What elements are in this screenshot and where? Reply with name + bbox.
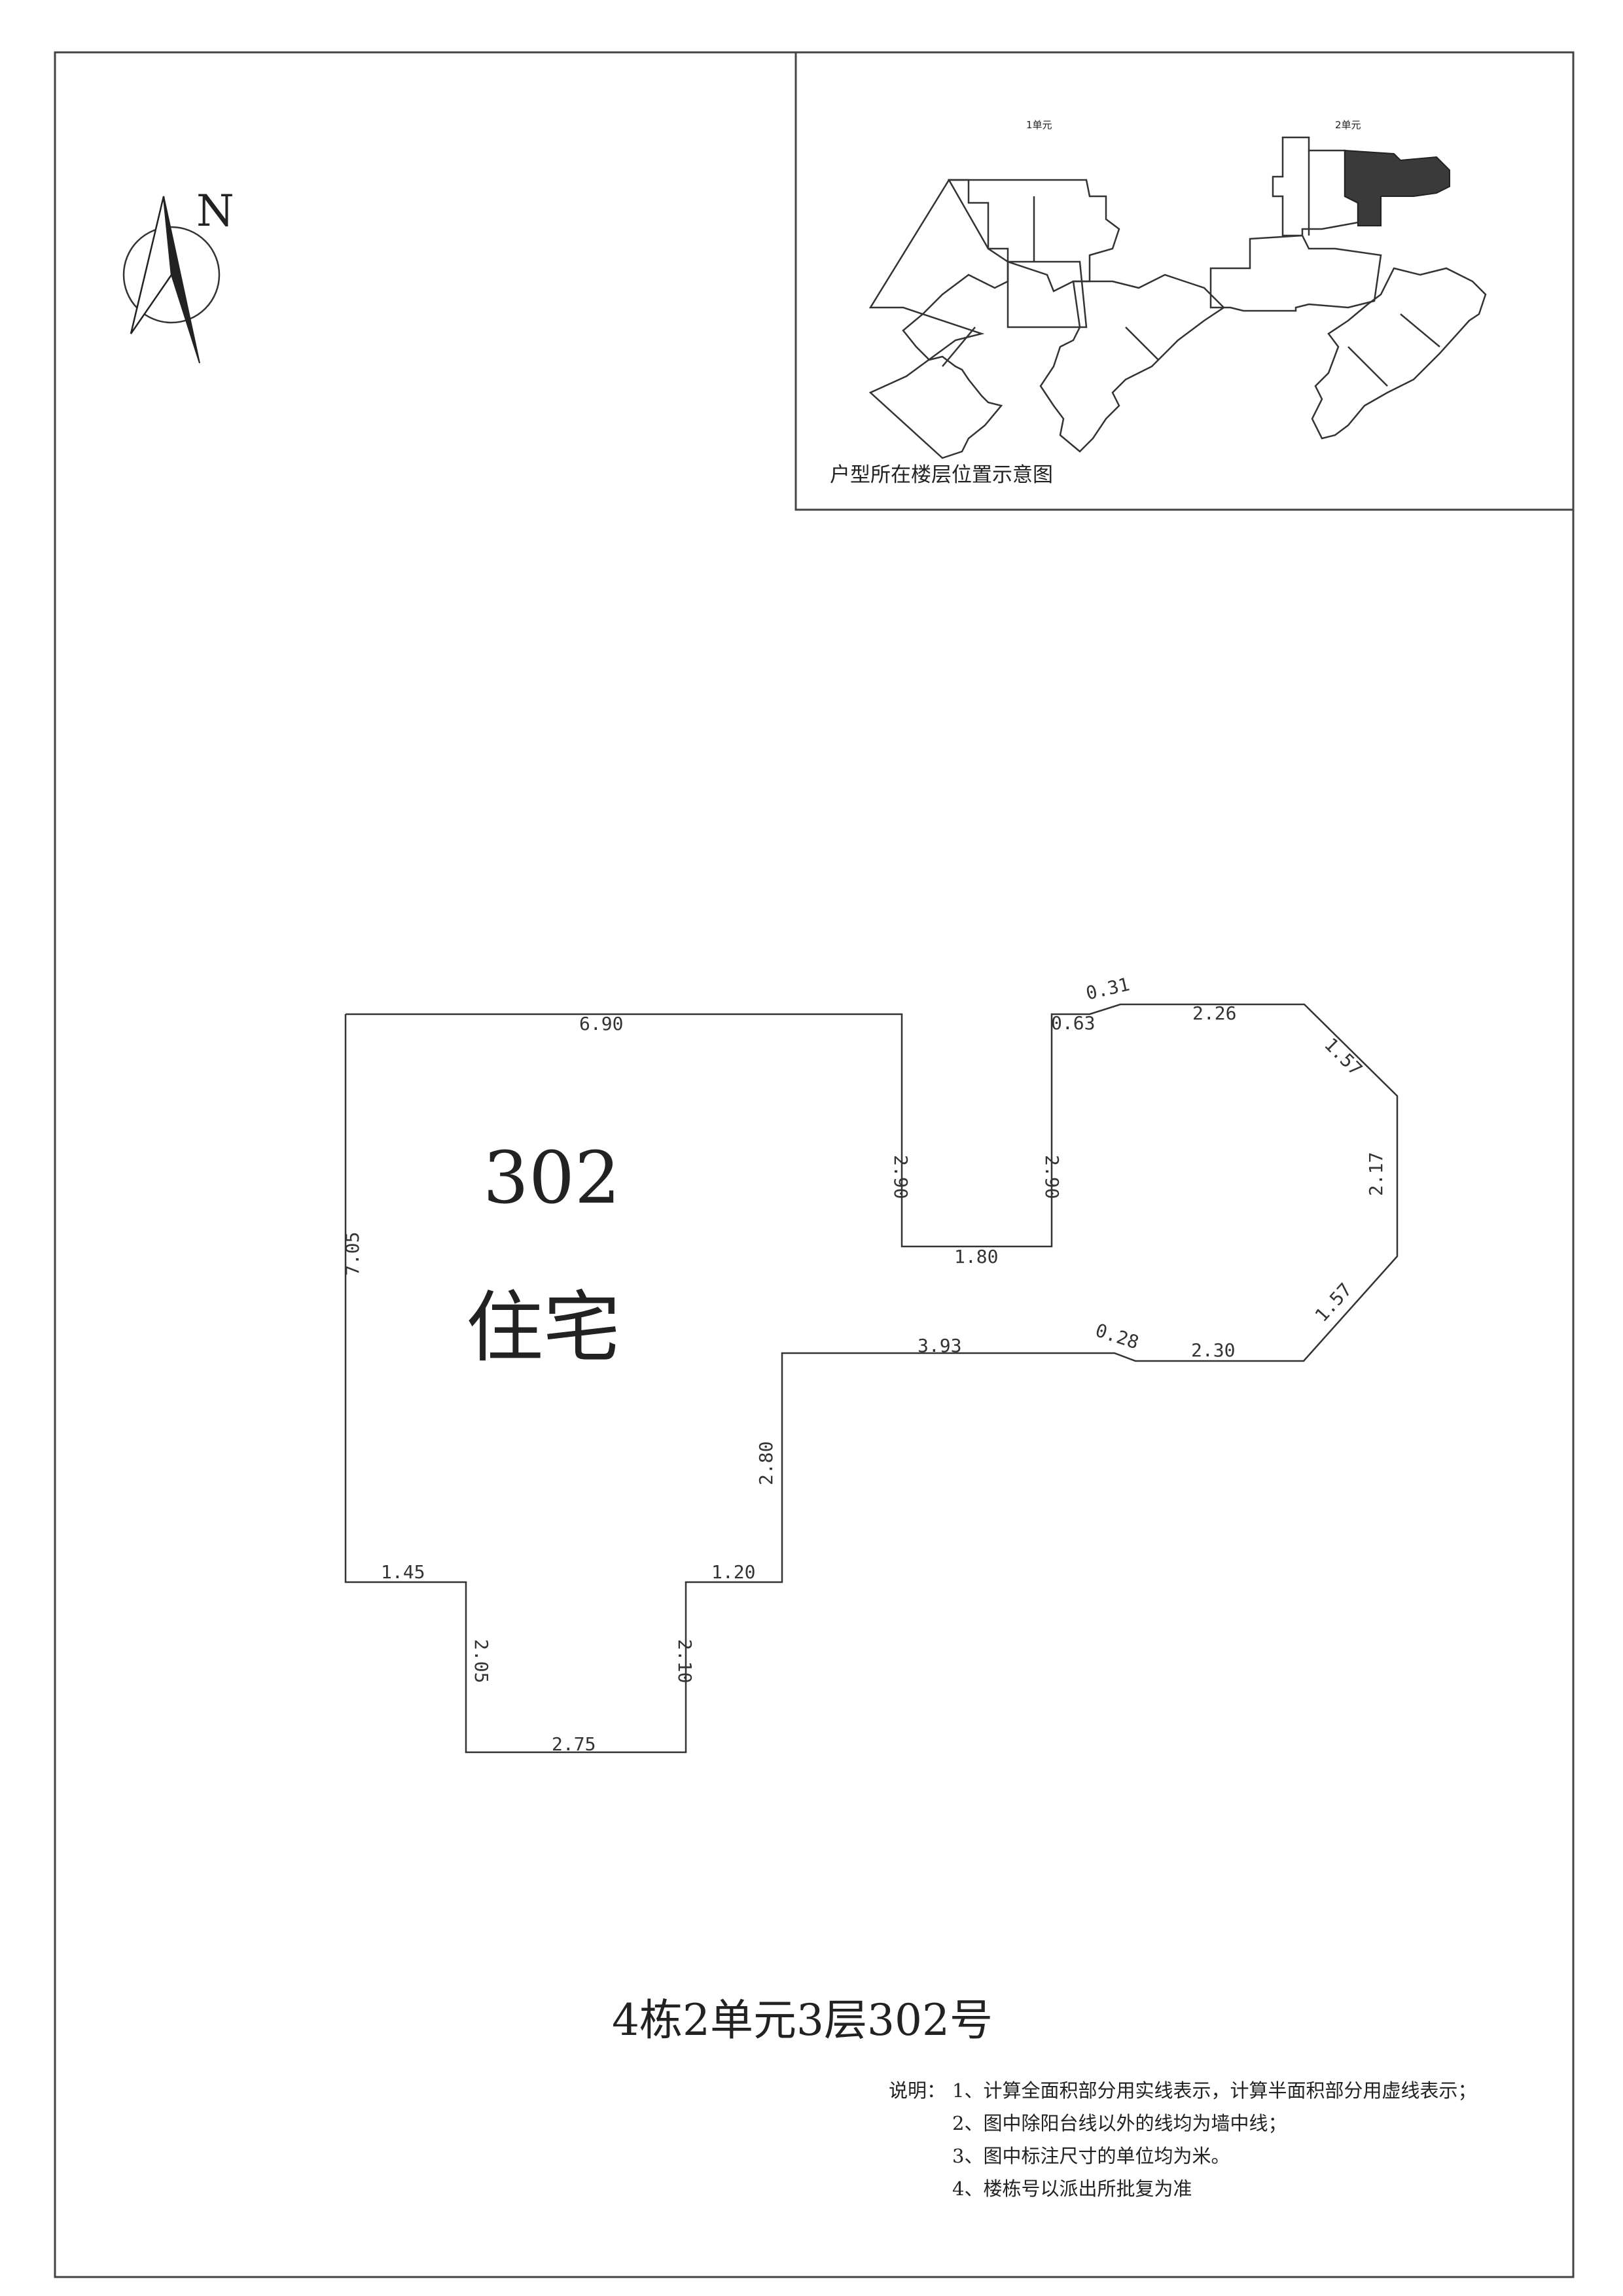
- unit-usage: 住宅: [466, 1282, 620, 1373]
- unit2-outline: [1209, 136, 1487, 440]
- dim-label: 2.26: [1192, 1002, 1236, 1024]
- dim-label: 1.57: [1320, 1034, 1366, 1080]
- inset-frame: [794, 51, 1575, 511]
- unit-number: 302: [483, 1136, 620, 1220]
- unit-outline: [344, 1003, 1399, 1754]
- north-arrow: N: [122, 186, 234, 364]
- note-item: 2、图中除阳台线以外的线均为墙中线；: [952, 2112, 1287, 2134]
- unit-caption: 4栋2单元3层302号: [612, 1995, 993, 2045]
- dim-label: 2.17: [1365, 1152, 1387, 1196]
- dim-label: 2.80: [755, 1441, 777, 1485]
- dim-label: 0.31: [1084, 973, 1132, 1004]
- note-item: 4、楼栋号以派出所批复为准: [952, 2178, 1192, 2200]
- dim-label: 1.57: [1311, 1279, 1357, 1326]
- inset-title: 户型所在楼层位置示意图: [830, 463, 1053, 487]
- location-inset: 1单元 2单元 户型所在楼层位置示意图: [794, 51, 1575, 511]
- notes: 说明： 1、计算全面积部分用实线表示，计算半面积部分用虚线表示； 2、图中除阳台…: [889, 2079, 1476, 2200]
- notes-label: 说明：: [889, 2079, 946, 2102]
- unit2-label: 2单元: [1335, 119, 1361, 131]
- note-item: 1、计算全面积部分用实线表示，计算半面积部分用虚线表示；: [952, 2079, 1476, 2102]
- dim-label: 7.05: [342, 1232, 363, 1276]
- unit1-label: 1单元: [1026, 119, 1052, 131]
- dim-label: 1.20: [711, 1561, 755, 1583]
- dim-label: 1.45: [381, 1561, 425, 1583]
- dim-label: 6.90: [579, 1013, 623, 1034]
- compass-needle-light: [130, 196, 173, 334]
- dim-label: 0.28: [1093, 1319, 1141, 1353]
- highlighted-unit-marker: [1344, 149, 1450, 226]
- unit1-outline: [868, 179, 1225, 459]
- page-frame: [54, 51, 1575, 2278]
- dim-label: 2.30: [1191, 1339, 1235, 1361]
- dim-label: 3.93: [918, 1335, 961, 1356]
- dim-label: 1.80: [954, 1246, 998, 1267]
- dim-label: 2.10: [674, 1639, 696, 1683]
- dim-label: 2.90: [890, 1155, 912, 1199]
- dim-label: 2.90: [1041, 1155, 1063, 1199]
- note-item: 3、图中标注尺寸的单位均为米。: [952, 2145, 1230, 2167]
- compass-circle: [122, 226, 221, 324]
- dim-label: 0.63: [1051, 1012, 1095, 1034]
- north-label: N: [196, 186, 234, 236]
- dim-label: 2.05: [471, 1639, 492, 1683]
- dim-label: 2.75: [552, 1733, 596, 1755]
